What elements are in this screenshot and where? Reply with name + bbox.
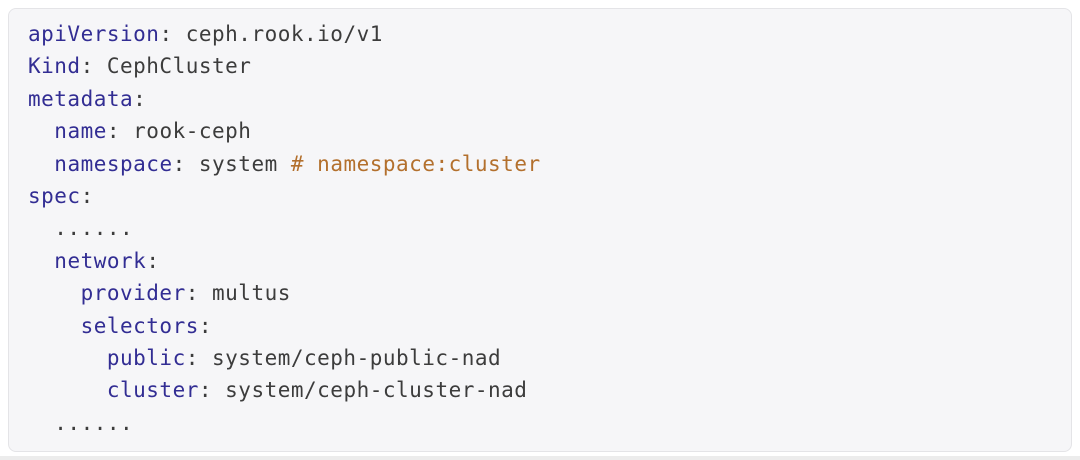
code-line: namespace: system # namespace:cluster bbox=[28, 148, 1052, 180]
token-plain: ...... bbox=[28, 216, 134, 241]
code-line: cluster: system/ceph-cluster-nad bbox=[28, 374, 1052, 406]
token-plain bbox=[28, 346, 107, 370]
token-plain: : rook-ceph bbox=[106, 119, 252, 144]
token-plain: : ceph.rook.io/v1 bbox=[159, 22, 383, 46]
code-line: network: bbox=[28, 245, 1052, 277]
token-key: name bbox=[54, 119, 107, 144]
token-comment: # namespace:cluster bbox=[290, 151, 541, 176]
token-plain: : bbox=[198, 313, 213, 338]
code-line: apiVersion: ceph.rook.io/v1 bbox=[28, 18, 1052, 50]
token-plain: : system/ceph-cluster-nad bbox=[198, 378, 528, 403]
token-plain: : multus bbox=[185, 281, 291, 306]
token-plain bbox=[28, 249, 54, 273]
token-plain bbox=[28, 378, 107, 402]
code-line: public: system/ceph-public-nad bbox=[28, 342, 1052, 374]
token-plain bbox=[28, 314, 81, 338]
bottom-divider bbox=[0, 456, 1080, 460]
token-key: spec bbox=[28, 183, 81, 208]
token-plain: : bbox=[133, 86, 147, 111]
code-line: selectors: bbox=[28, 310, 1052, 342]
token-plain bbox=[28, 119, 54, 143]
token-plain: : CephCluster bbox=[80, 54, 252, 79]
token-key: metadata bbox=[28, 86, 134, 111]
token-key: cluster bbox=[106, 378, 199, 403]
code-line: Kind: CephCluster bbox=[28, 50, 1052, 82]
code-line: metadata: bbox=[28, 83, 1052, 115]
token-key: selectors bbox=[80, 313, 199, 338]
token-plain bbox=[28, 281, 81, 305]
token-plain: : system/ceph-public-nad bbox=[185, 345, 502, 370]
token-key: apiVersion bbox=[28, 22, 160, 46]
code-line: provider: multus bbox=[28, 277, 1052, 309]
code-line: ...... bbox=[28, 212, 1052, 244]
token-key: namespace bbox=[54, 151, 173, 176]
token-key: provider bbox=[80, 281, 186, 306]
token-key: network bbox=[54, 248, 147, 273]
code-line: spec: bbox=[28, 180, 1052, 212]
token-plain: : system bbox=[172, 151, 291, 176]
code-line: name: rook-ceph bbox=[28, 115, 1052, 147]
code-line: ...... bbox=[28, 407, 1052, 439]
token-plain: : bbox=[146, 248, 160, 273]
token-plain: : bbox=[80, 183, 94, 208]
token-key: public bbox=[106, 345, 186, 370]
token-key: Kind bbox=[28, 54, 81, 79]
token-plain bbox=[28, 152, 54, 176]
token-plain: ...... bbox=[28, 410, 134, 435]
